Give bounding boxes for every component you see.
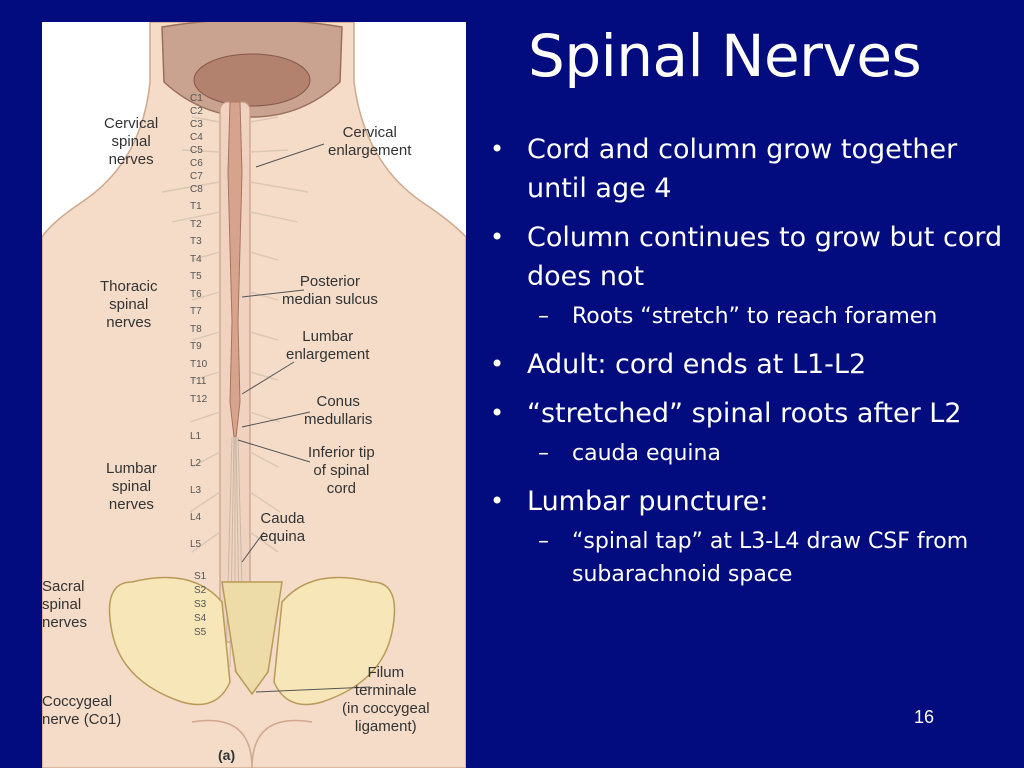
segment-label: T4 xyxy=(190,253,202,265)
sub-bullet-text: “spinal tap” at L3-L4 draw CSF from suba… xyxy=(572,529,969,587)
bullet-dot: • xyxy=(490,223,505,251)
segment-label: T12 xyxy=(190,393,208,405)
label-cervical-enlargement: Cervical enlargement xyxy=(328,124,412,159)
left-hip-bone xyxy=(108,576,231,706)
segment-label: T7 xyxy=(190,306,202,317)
segment-label: T8 xyxy=(190,323,202,335)
label-filum-terminale: Filum terminale (in coccygeal ligament) xyxy=(342,664,430,735)
label-leader-lines xyxy=(237,143,371,693)
bullet-text: Adult: cord ends at L1-L2 xyxy=(527,349,867,380)
panel-letter: (a) xyxy=(218,747,236,763)
segment-label: S3 xyxy=(194,599,207,610)
segment-label: C4 xyxy=(190,132,203,143)
segment-label: S4 xyxy=(194,613,207,624)
buttocks-outline xyxy=(191,719,313,768)
spine-drawing xyxy=(42,22,466,768)
spinal-nerve-lines xyxy=(161,116,309,553)
sub-bullet-dash: – xyxy=(538,529,549,554)
bullet-text: Cord and column grow together until age … xyxy=(527,134,958,204)
segment-label: T2 xyxy=(190,218,202,230)
segment-label: T11 xyxy=(190,376,207,387)
segment-label: S5 xyxy=(194,627,207,638)
label-thoracic-spinal-nerves: Thoracic spinal nerves xyxy=(100,278,158,331)
bullet-item: • Cord and column grow together until age… xyxy=(488,130,1008,208)
segment-label: C3 xyxy=(190,119,203,130)
sub-bullet-dash: – xyxy=(538,441,549,466)
sub-bullet-text: Roots “stretch” to reach foramen xyxy=(572,304,938,329)
spinal-cord xyxy=(227,101,243,438)
segment-label: L5 xyxy=(190,539,202,550)
bullet-dot: • xyxy=(490,487,505,515)
segment-label: T10 xyxy=(190,358,208,370)
sub-bullet-text: cauda equina xyxy=(572,441,721,466)
bullet-item: • Lumbar puncture: xyxy=(488,482,1008,521)
sub-bullet-item: –Roots “stretch” to reach foramen xyxy=(488,300,1008,333)
segment-label: C2 xyxy=(190,106,203,117)
segment-label: S2 xyxy=(194,585,207,596)
segment-label: L3 xyxy=(190,485,202,496)
segment-label: T6 xyxy=(190,288,202,300)
bullet-dot: • xyxy=(490,399,505,427)
label-coccygeal-nerve: Coccygeal nerve (Co1) xyxy=(42,693,122,728)
page-number: 16 xyxy=(914,707,935,727)
segment-label: T1 xyxy=(190,201,202,212)
sub-bullet-item: –cauda equina xyxy=(488,437,1008,470)
segment-label: C7 xyxy=(190,171,203,182)
bullet-item: • “stretched” spinal roots after L2 xyxy=(488,394,1008,433)
sacrum xyxy=(221,581,283,696)
segment-label: T9 xyxy=(190,341,202,352)
label-posterior-median-sulcus: Posterior median sulcus xyxy=(282,273,378,308)
segment-label: C6 xyxy=(190,158,203,169)
segment-label: C8 xyxy=(190,184,203,195)
bullet-dot: • xyxy=(490,350,505,378)
bullet-list: • Cord and column grow together until age… xyxy=(488,130,1008,603)
label-lumbar-spinal-nerves: Lumbar spinal nerves xyxy=(106,460,157,513)
right-hip-bone xyxy=(273,576,396,706)
cerebellum-icon xyxy=(193,53,311,107)
bullet-item: • Adult: cord ends at L1-L2 xyxy=(488,345,1008,384)
bullet-dot: • xyxy=(490,135,505,163)
segment-label: C5 xyxy=(190,145,203,156)
sub-bullet-item: –“spinal tap” at L3-L4 draw CSF from sub… xyxy=(488,525,1008,591)
label-cervical-spinal-nerves: Cervical spinal nerves xyxy=(104,115,159,168)
segment-label: L4 xyxy=(190,512,202,523)
label-cauda-equina: Cauda equina xyxy=(260,510,306,545)
segment-label: T3 xyxy=(190,236,202,247)
bullet-text: “stretched” spinal roots after L2 xyxy=(527,398,962,429)
label-conus-medullaris: Conus medullaris xyxy=(304,393,373,428)
sub-bullet-dash: – xyxy=(538,304,549,329)
bullet-item: • Column continues to grow but cord does … xyxy=(488,218,1008,296)
label-inferior-tip-spinal-cord: Inferior tip of spinal cord xyxy=(308,444,375,497)
segment-label: T5 xyxy=(190,271,202,282)
label-lumbar-enlargement: Lumbar enlargement xyxy=(286,328,370,363)
label-sacral-spinal-nerves: Sacral spinal nerves xyxy=(42,578,88,631)
bullet-text: Column continues to grow but cord does n… xyxy=(527,222,1003,292)
segment-label: L2 xyxy=(190,458,202,469)
slide-title: Spinal Nerves xyxy=(528,22,922,90)
segment-label: S1 xyxy=(194,571,207,582)
segment-label: C1 xyxy=(190,93,203,104)
bullet-text: Lumbar puncture: xyxy=(527,486,769,517)
segment-label: L1 xyxy=(190,431,202,442)
